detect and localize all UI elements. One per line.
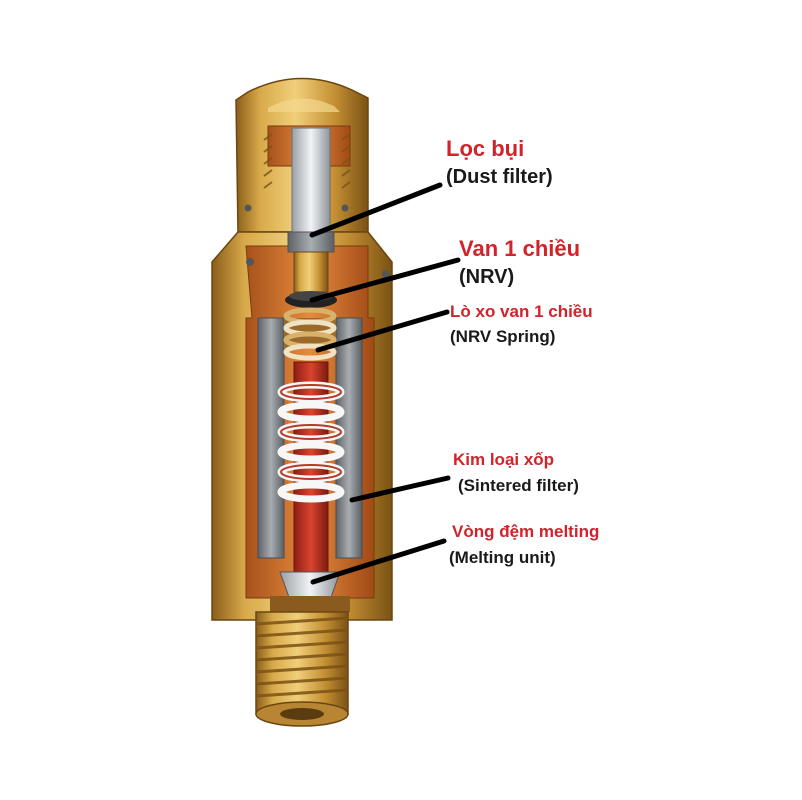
sintered-filter-part	[257, 317, 363, 559]
leader-nrv-spring	[315, 309, 450, 353]
cap-threads	[263, 133, 351, 189]
nrv-spring-part	[283, 307, 337, 361]
label-nrv-en: (NRV)	[459, 266, 515, 288]
bottom-thread	[255, 611, 349, 727]
screw-right	[382, 270, 390, 278]
label-melting-unit-vi: Vòng đệm melting	[452, 522, 600, 541]
screw-left	[246, 258, 254, 266]
leader-lines	[309, 182, 461, 585]
leader-sintered-filter	[349, 475, 451, 503]
label-nrv-spring-vi: Lò xo van 1 chiều	[450, 302, 593, 321]
label-sintered-filter-en: (Sintered filter)	[458, 476, 579, 495]
leader-nrv	[309, 257, 461, 303]
leader-dust-filter	[309, 182, 443, 238]
label-sintered-filter-vi: Kim loại xốp	[453, 450, 555, 469]
label-nrv-vi: Van 1 chiều	[459, 236, 581, 261]
nrv-part	[285, 251, 337, 308]
label-dust-filter-vi: Lọc bụi	[446, 136, 525, 161]
leader-melting-unit	[310, 538, 447, 585]
melting-spring-assembly	[277, 361, 345, 581]
label-nrv-spring-en: (NRV Spring)	[450, 327, 556, 346]
label-dust-filter-en: (Dust filter)	[446, 166, 553, 188]
label-melting-unit-en: (Melting unit)	[449, 548, 556, 567]
